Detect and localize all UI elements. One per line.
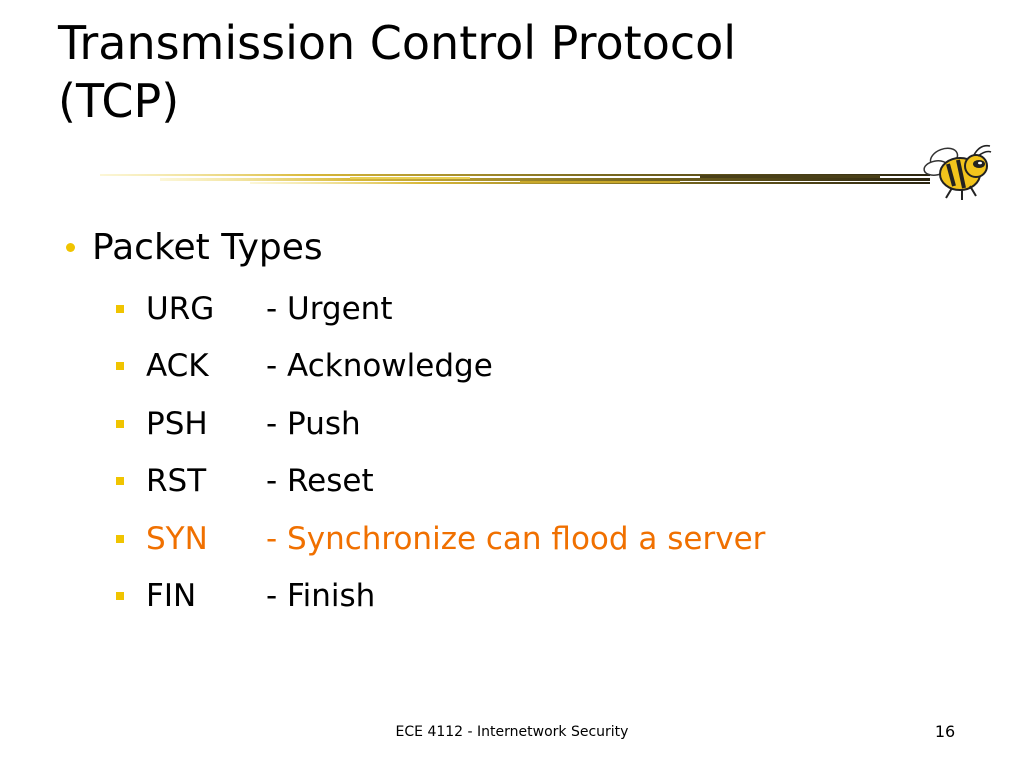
slide-title-line1: Transmission Control Protocol [58, 16, 737, 70]
packet-type-description: - Push [266, 405, 361, 442]
packet-type-description: - Reset [266, 463, 374, 500]
slide-title: Transmission Control Protocol (TCP) [58, 14, 918, 130]
title-underline-rule [100, 174, 930, 184]
square-bullet-icon [116, 534, 124, 543]
packet-type-item: URG - Urgent [116, 280, 765, 338]
packet-type-item: RST - Reset [116, 453, 765, 511]
packet-type-code: PSH [146, 405, 208, 442]
packet-type-code: ACK [146, 348, 209, 385]
packet-type-code: FIN [146, 578, 197, 615]
packet-type-description: - Synchronize can flood a server [266, 520, 766, 557]
packet-type-code: RST [146, 463, 207, 500]
main-bullet-label: Packet Types [92, 226, 323, 268]
packet-type-item: ACK - Acknowledge [116, 338, 765, 396]
square-bullet-icon [116, 592, 124, 601]
packet-type-code: URG [146, 290, 215, 327]
packet-type-item: SYN - Synchronize can flood a server [116, 510, 765, 568]
packet-type-description: - Urgent [266, 290, 393, 327]
square-bullet-icon [116, 304, 124, 313]
footer-course-title: ECE 4112 - Internetwork Security [395, 724, 629, 740]
main-bullet-list: Packet Types [62, 222, 323, 272]
packet-type-code: SYN [146, 520, 208, 557]
square-bullet-icon [116, 419, 124, 428]
page-number: 16 [934, 722, 956, 741]
packet-type-item: PSH - Push [116, 395, 765, 453]
packet-type-description: - Acknowledge [266, 348, 493, 385]
dot-bullet-icon [66, 242, 75, 252]
square-bullet-icon [116, 362, 124, 371]
slide-title-line2: (TCP) [58, 74, 180, 128]
square-bullet-icon [116, 477, 124, 486]
packet-type-description: - Finish [266, 578, 376, 615]
main-bullet-item: Packet Types [62, 222, 323, 272]
yellow-jacket-mascot-icon [923, 144, 992, 200]
packet-type-item: FIN - Finish [116, 568, 765, 626]
